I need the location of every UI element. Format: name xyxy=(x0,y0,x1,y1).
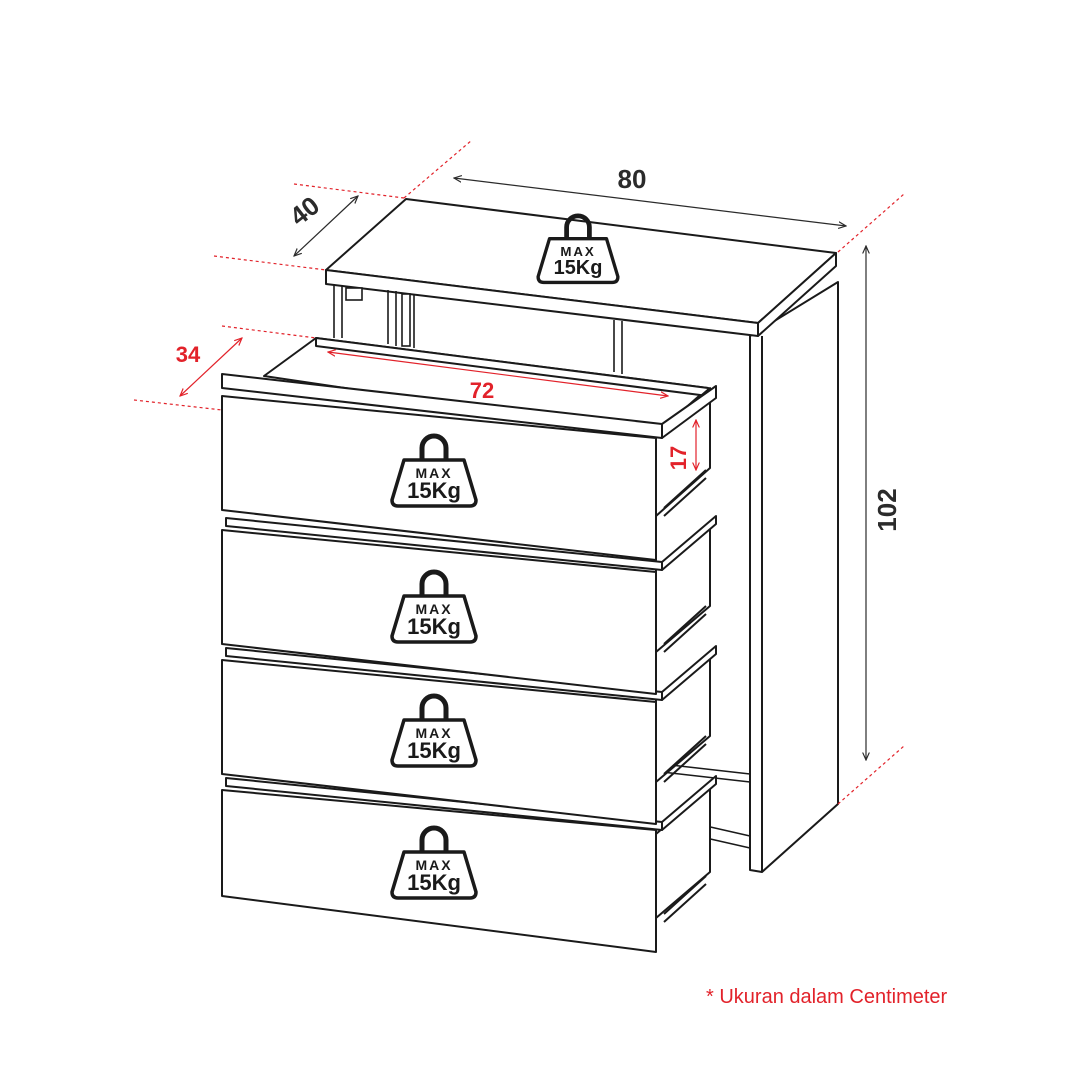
drawer-width-label: 72 xyxy=(470,378,494,403)
drawer-depth-arrow xyxy=(180,338,242,396)
weight-badge-label: MAX xyxy=(560,244,595,259)
interior-posts xyxy=(333,284,751,849)
depth-arrow xyxy=(294,196,358,256)
depth-label: 40 xyxy=(284,190,325,231)
width-label: 80 xyxy=(618,164,647,194)
drawer-height-label: 17 xyxy=(666,446,691,470)
weight-badge-value: 15Kg xyxy=(554,257,603,279)
height-label: 102 xyxy=(872,488,902,531)
weight-badge-drawer-1: MAX 15Kg xyxy=(392,436,476,506)
extension-lines xyxy=(133,139,905,805)
weight-badge-value: 15Kg xyxy=(407,478,461,503)
weight-badge-drawer-4: MAX 15Kg xyxy=(392,828,476,898)
top-right-edge xyxy=(757,252,837,337)
unit-footnote: * Ukuran dalam Centimeter xyxy=(706,986,948,1008)
weight-badge-label: MAX xyxy=(415,725,452,741)
weight-badge-value: 15Kg xyxy=(407,614,461,639)
cabinet-body xyxy=(325,198,839,873)
weight-badge-value: 15Kg xyxy=(407,738,461,763)
weight-badge-drawer-3: MAX 15Kg xyxy=(392,696,476,766)
weight-badge-top: MAX 15Kg xyxy=(538,216,618,283)
width-arrow xyxy=(454,178,846,226)
weight-badge-label: MAX xyxy=(415,465,452,481)
drawer-depth-label: 34 xyxy=(176,342,201,367)
weight-badge-label: MAX xyxy=(415,857,452,873)
weight-badge-label: MAX xyxy=(415,601,452,617)
drawer-width-arrow xyxy=(328,352,668,396)
right-side-panel xyxy=(749,281,839,873)
weight-badge-drawer-2: MAX 15Kg xyxy=(392,572,476,642)
weight-badge-value: 15Kg xyxy=(407,870,461,895)
